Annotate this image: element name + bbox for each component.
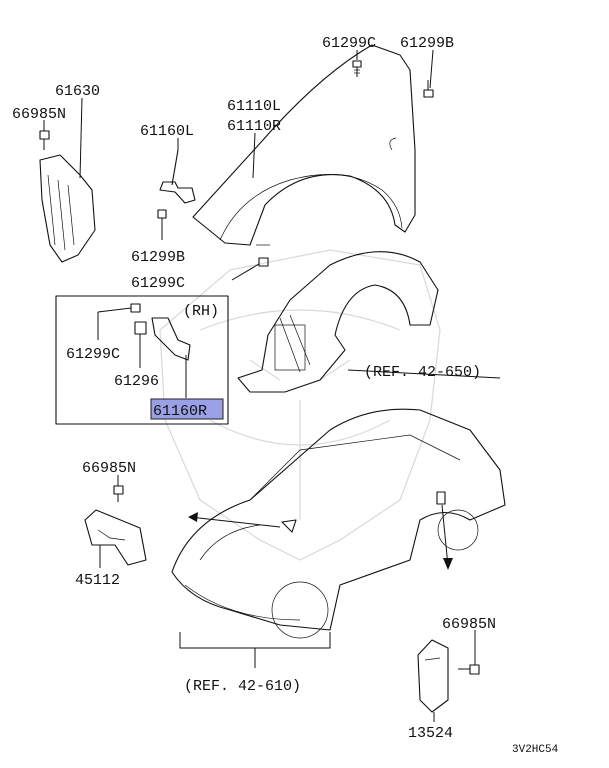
label-61299b-top: 61299B [400, 35, 454, 52]
bolt-61299b-top [423, 80, 434, 98]
label-rh: (RH) [183, 303, 219, 320]
label-66985n-top: 66985N [12, 106, 66, 123]
label-61296: 61296 [114, 373, 159, 390]
bracket-13524 [417, 639, 449, 713]
bracket-61160l [159, 149, 196, 204]
label-61110l: 61110L [227, 98, 281, 115]
label-61630: 61630 [55, 83, 100, 100]
label-61160r: 61160R [153, 403, 207, 420]
label-13524: 13524 [408, 725, 453, 742]
bolt-61299c-mid [258, 257, 269, 267]
bolt-61299c-box [97, 303, 141, 313]
highlight-61160r [150, 398, 224, 420]
bolt-61299c-top [352, 60, 362, 77]
label-66985n-bot: 66985N [442, 616, 496, 633]
label-66985n-mid: 66985N [82, 460, 136, 477]
rh-inset-box [55, 295, 229, 425]
clip-61296 [134, 321, 147, 335]
screw-66985n-bot [458, 664, 480, 675]
diagram-code: 3V2HC54 [512, 744, 559, 756]
label-ref-42-650: (REF. 42-650) [364, 364, 481, 381]
fender-part [192, 44, 416, 246]
arrow-line-13524 [441, 504, 449, 567]
fender-liner [237, 251, 439, 393]
arrow-line-45112 [189, 516, 281, 528]
arrow-head-45112 [188, 512, 198, 522]
splash-shield-61630 [39, 154, 96, 263]
bolt-61299b-mid [157, 209, 167, 240]
car-outline [171, 408, 506, 639]
bracket-45112 [84, 509, 147, 566]
screw-66985n-top [39, 130, 50, 150]
label-ref-42-610: (REF. 42-610) [184, 678, 301, 695]
ref-610-bracket [179, 632, 331, 668]
screw-66985n-mid [113, 485, 124, 502]
watermark-emblem [159, 249, 441, 561]
label-61299c-mid: 61299C [131, 275, 185, 292]
arrow-head-13524 [443, 558, 453, 570]
bracket-61160r [151, 317, 191, 361]
label-61299c-top: 61299C [322, 35, 376, 52]
label-61110r: 61110R [227, 118, 281, 135]
label-45112: 45112 [75, 572, 120, 589]
label-61299c-box: 61299C [66, 346, 120, 363]
label-61299b-mid: 61299B [131, 249, 185, 266]
label-61160l: 61160L [140, 123, 194, 140]
